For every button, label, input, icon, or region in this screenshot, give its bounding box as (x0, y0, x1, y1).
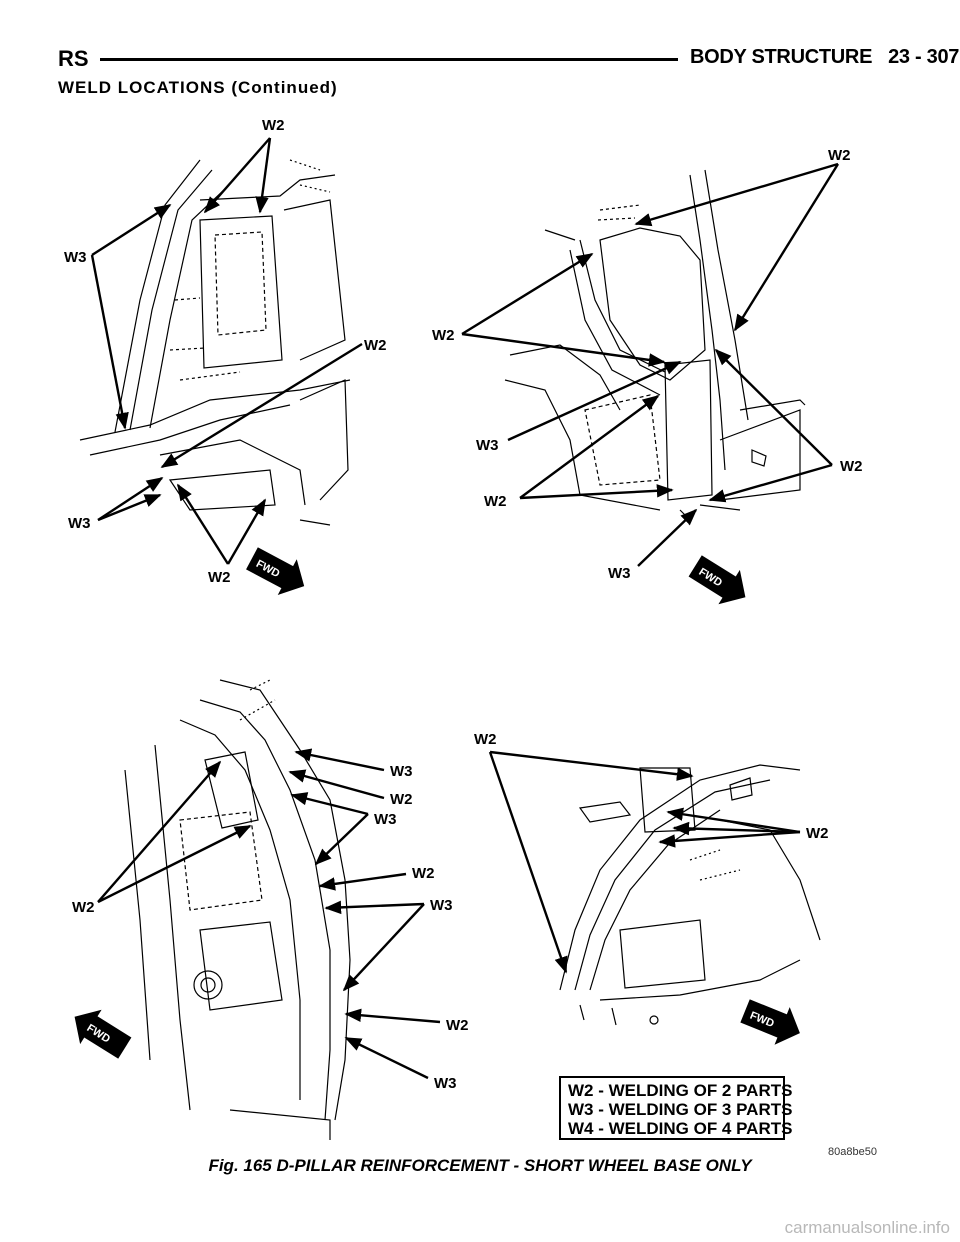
fwd-arrow: FWD (74, 1009, 132, 1059)
header-right: BODY STRUCTURE 23 - 307 (690, 46, 959, 69)
fwd-arrow: FWD (740, 999, 800, 1045)
panel-top-left (79, 159, 351, 526)
label-w3: W3 (434, 1075, 457, 1092)
label-w2: W2 (828, 147, 851, 164)
legend-item: W4 - WELDING OF 4 PARTS (568, 1119, 792, 1138)
panel-top-left-labels: W2 W3 W2 W3 W2 (64, 117, 387, 586)
weld-legend: W2 - WELDING OF 2 PARTS W3 - WELDING OF … (559, 1076, 792, 1140)
label-w2: W2 (806, 825, 829, 842)
label-w3: W3 (608, 565, 631, 582)
panel-top-right-leaders (461, 162, 840, 567)
label-w3: W3 (68, 515, 91, 532)
label-w2: W2 (72, 899, 95, 916)
label-w2: W2 (446, 1017, 469, 1034)
label-w2: W2 (390, 791, 413, 808)
chapter-title: BODY STRUCTURE (690, 46, 873, 68)
figure-caption: Fig. 165 D-PILLAR REINFORCEMENT - SHORT … (208, 1156, 752, 1175)
panel-bottom-left-labels: W3 W2 W3 W2 W3 W2 W3 W2 (72, 763, 469, 1092)
panel-top-right-labels: W2 W2 W3 W2 W3 W2 (432, 147, 863, 582)
label-w2: W2 (262, 117, 285, 134)
legend-item: W2 - WELDING OF 2 PARTS (568, 1081, 792, 1100)
panel-bottom-right-labels: W2 W2 (474, 731, 829, 842)
label-w2: W2 (432, 327, 455, 344)
label-w2: W2 (484, 493, 507, 510)
label-w2: W2 (412, 865, 435, 882)
section-code: RS (58, 46, 89, 71)
panel-bottom-left-leaders (97, 748, 441, 1080)
label-w2: W2 (364, 337, 387, 354)
section-title: WELD LOCATIONS (Continued) (58, 78, 338, 97)
label-w2: W2 (208, 569, 231, 586)
label-w3: W3 (390, 763, 413, 780)
page-header: RS BODY STRUCTURE 23 - 307 (58, 44, 959, 74)
fwd-arrow: FWD (246, 547, 305, 596)
panel-bottom-left (124, 679, 351, 1140)
fwd-arrow: FWD (688, 555, 746, 605)
art-code: 80a8be50 (828, 1146, 877, 1158)
label-w3: W3 (64, 249, 87, 266)
legend-item: W3 - WELDING OF 3 PARTS (568, 1100, 792, 1119)
page-number: 23 - 307 (888, 46, 960, 68)
panel-bottom-right-leaders (488, 750, 801, 974)
header-rule (100, 58, 678, 61)
label-w3: W3 (374, 811, 397, 828)
label-w2: W2 (840, 458, 863, 475)
label-w3: W3 (430, 897, 453, 914)
watermark: carmanualsonline.info (784, 1218, 950, 1237)
label-w3: W3 (476, 437, 499, 454)
label-w2: W2 (474, 731, 497, 748)
panel-bottom-right (559, 764, 821, 1026)
panel-top-left-leaders (90, 137, 363, 565)
